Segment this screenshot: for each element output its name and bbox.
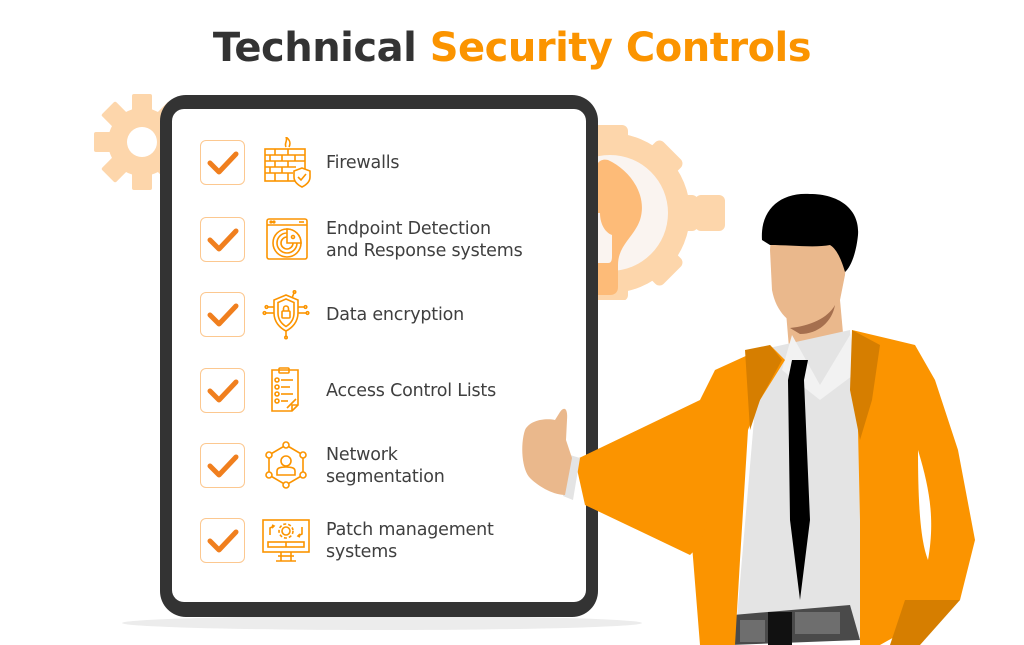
radar-scan-icon xyxy=(266,218,308,260)
clipboard-list-icon xyxy=(271,367,299,412)
item-label-line2: systems xyxy=(326,542,397,562)
item-label-line2: segmentation xyxy=(326,467,445,487)
checkbox[interactable] xyxy=(200,217,245,262)
checklist-item-edr: Endpoint Detection and Response systems xyxy=(172,217,572,265)
page-title: Technical Security Controls xyxy=(0,22,1024,74)
checkmark-icon xyxy=(207,529,239,553)
checkbox[interactable] xyxy=(200,140,245,185)
item-label: Patch management xyxy=(326,520,494,540)
checklist-item-network-segmentation: Network segmentation xyxy=(172,441,572,491)
title-part-accent: Security Controls xyxy=(429,25,812,71)
checklist-item-access-control-lists: Access Control Lists xyxy=(172,367,572,416)
monitor-gear-icon xyxy=(262,519,310,562)
checkmark-icon xyxy=(207,228,239,252)
businessman-illustration xyxy=(522,193,975,645)
checkbox[interactable] xyxy=(200,443,245,488)
item-label: Network xyxy=(326,445,398,465)
network-user-icon xyxy=(265,441,307,489)
checklist-board: Firewalls Endpoint Detection and Respons… xyxy=(160,95,598,617)
checklist-board-screen: Firewalls Endpoint Detection and Respons… xyxy=(172,109,586,602)
firewall-icon xyxy=(264,137,311,188)
item-label: Firewalls xyxy=(326,153,400,173)
checklist-item-data-encryption: Data encryption xyxy=(172,289,572,340)
checkmark-icon xyxy=(207,454,239,478)
checkbox[interactable] xyxy=(200,518,245,563)
item-label: Endpoint Detection xyxy=(326,219,491,239)
checkbox[interactable] xyxy=(200,368,245,413)
checkmark-icon xyxy=(207,151,239,175)
checkbox[interactable] xyxy=(200,292,245,337)
item-label-line2: and Response systems xyxy=(326,241,523,261)
checkmark-icon xyxy=(207,379,239,403)
checklist-item-patch-management: Patch management systems xyxy=(172,518,572,566)
title-part-dark: Technical xyxy=(212,25,417,71)
checklist-item-firewalls: Firewalls xyxy=(172,137,572,188)
item-label: Access Control Lists xyxy=(326,381,497,401)
item-label: Data encryption xyxy=(326,305,465,325)
shield-lock-icon xyxy=(262,289,310,340)
board-shadow xyxy=(122,616,642,630)
checkmark-icon xyxy=(207,303,239,327)
